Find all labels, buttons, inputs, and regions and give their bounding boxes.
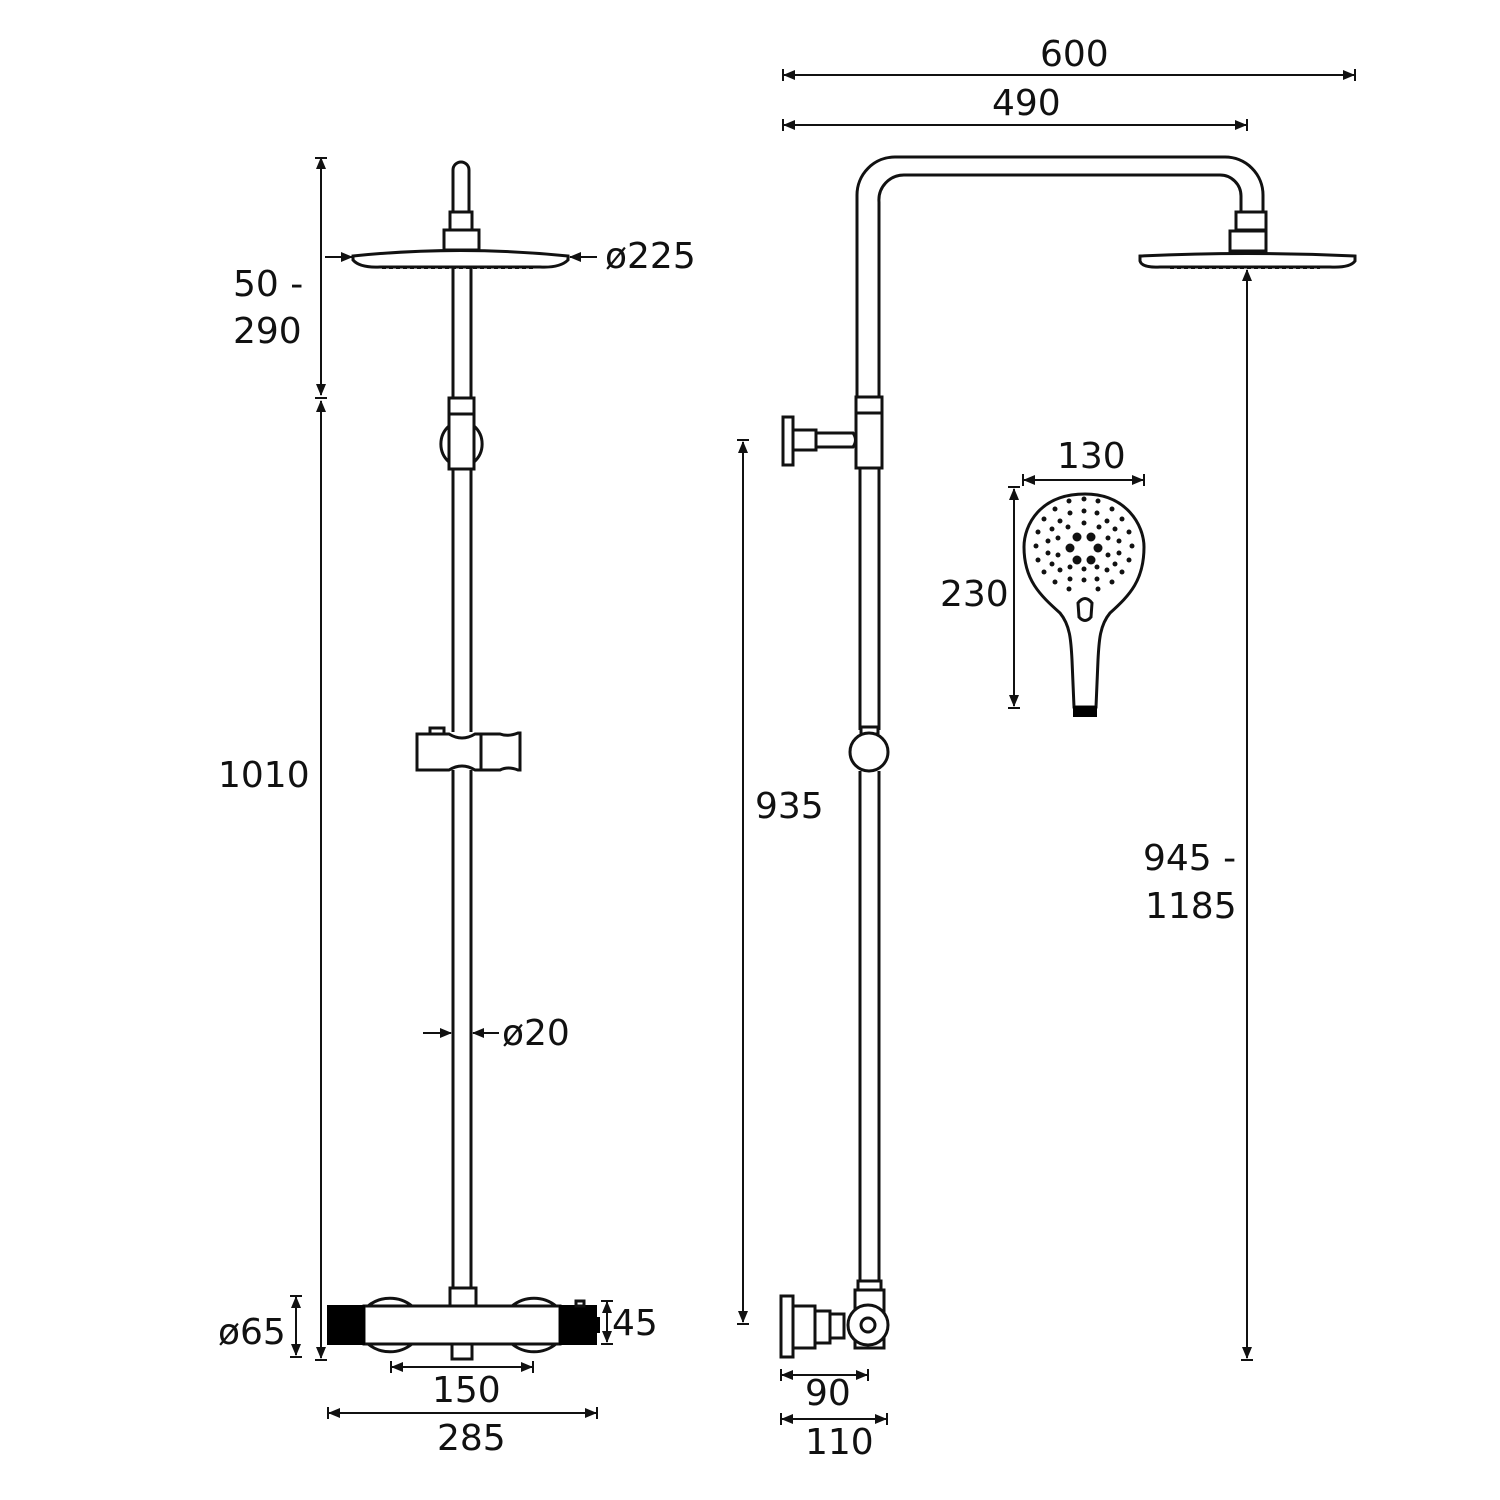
side-upper-bracket <box>854 411 884 470</box>
label-head-height-bottom: 1185 <box>1145 886 1237 927</box>
label-valve-height: 45 <box>612 1303 658 1344</box>
label-valve-diameter: ø65 <box>218 1312 286 1353</box>
upper-wall-bracket <box>447 412 476 471</box>
handset-holder[interactable] <box>415 726 522 772</box>
centre-nozzles <box>1065 532 1103 565</box>
label-head-diameter: ø225 <box>605 236 696 277</box>
front-view <box>327 160 600 1361</box>
label-handset-width: 130 <box>1057 436 1126 477</box>
label-bracket-height: 935 <box>755 786 824 827</box>
arm-nut <box>448 210 474 232</box>
label-rail-diameter: ø20 <box>502 1013 570 1054</box>
side-valve <box>779 1279 890 1359</box>
riser-nut <box>448 1286 478 1308</box>
label-riser-height: 1010 <box>218 755 310 796</box>
shower-arm-top <box>451 160 471 212</box>
label-inlet-centres: 150 <box>432 1370 501 1411</box>
side-arm-nut <box>1234 210 1268 232</box>
side-head-connector <box>1228 229 1268 253</box>
front-dimensions <box>290 157 613 1419</box>
valve-body <box>362 1304 562 1346</box>
side-dimensions <box>737 69 1356 1425</box>
thermostatic-valve <box>327 1286 600 1361</box>
label-projection-inner: 90 <box>805 1373 851 1414</box>
valve-outlet <box>450 1342 474 1361</box>
hand-shower <box>1022 492 1146 717</box>
side-valve-wall-plate <box>779 1294 795 1359</box>
spray-nozzles <box>1033 496 1135 592</box>
label-head-height-top: 945 - <box>1143 838 1236 879</box>
side-overhead-head <box>1138 252 1357 269</box>
label-projection-outer: 110 <box>805 1422 874 1463</box>
upper-bracket-collar <box>447 396 476 416</box>
front-dimension-labels: ø225 50 - 290 1010 ø20 ø65 45 150 285 <box>218 236 696 1459</box>
label-handset-length: 230 <box>940 574 1009 615</box>
head-connector <box>442 228 481 252</box>
label-overall-reach: 600 <box>1040 34 1109 75</box>
label-arm-reach: 490 <box>992 83 1061 124</box>
side-handset-holder <box>848 731 890 773</box>
flow-handle <box>559 1305 597 1345</box>
label-arm-adjust-top: 50 - <box>233 264 303 305</box>
side-dimension-labels: 600 490 935 945 - 1185 90 110 130 230 <box>755 34 1237 1463</box>
temperature-handle <box>327 1305 365 1345</box>
overhead-shower-head <box>351 249 570 269</box>
label-valve-width: 285 <box>437 1418 506 1459</box>
label-arm-adjust-bottom: 290 <box>233 311 302 352</box>
side-view <box>779 155 1357 1359</box>
